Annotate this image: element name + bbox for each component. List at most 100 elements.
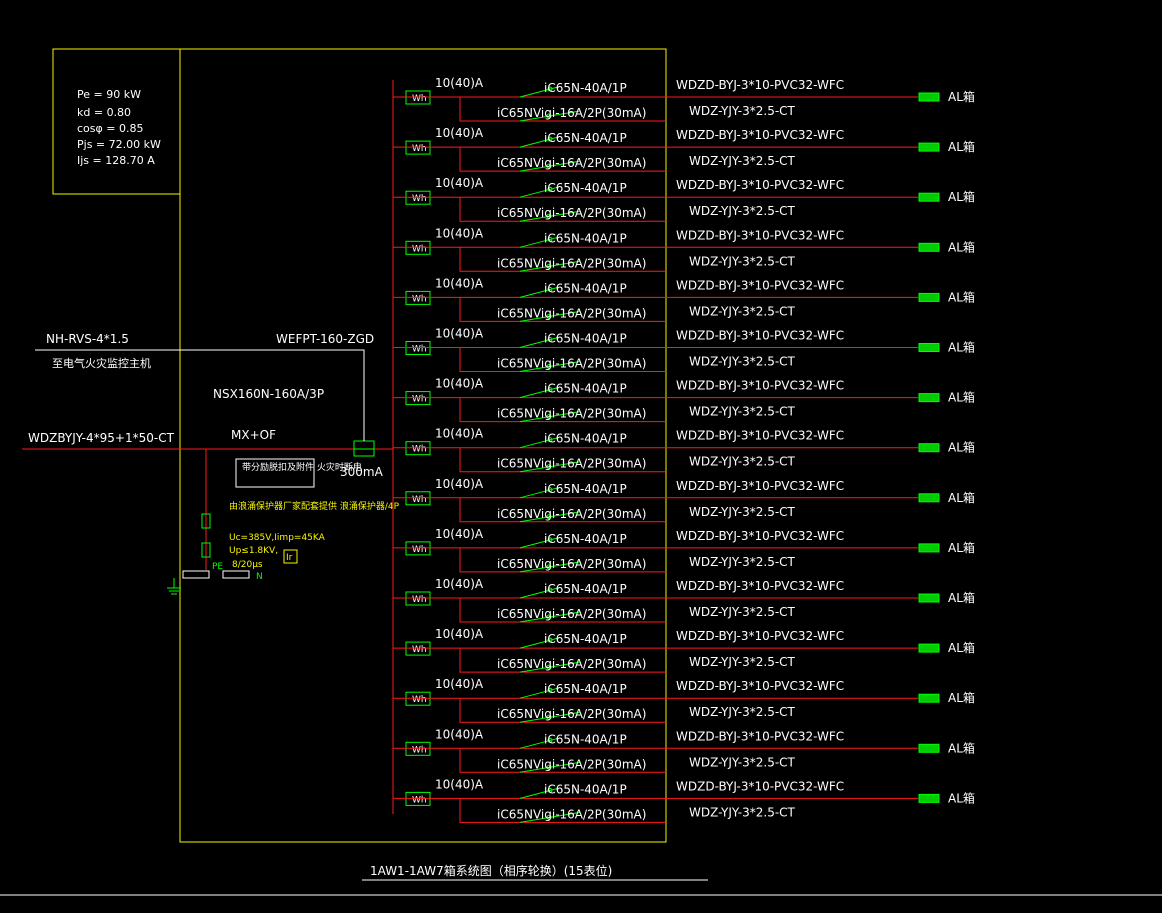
cable1-label: WDZD-BYJ-3*10-PVC32-WFC xyxy=(676,579,844,593)
cable1-label: WDZD-BYJ-3*10-PVC32-WFC xyxy=(676,479,844,493)
meter-icon-label: Wh xyxy=(412,94,427,104)
breaker2-label: iC65NVigi-16A/2P(30mA) xyxy=(497,457,646,471)
meter-rating: 10(40)A xyxy=(435,727,484,741)
outgoing-circuits: 10(40)A Wh iC65N-40A/1P iC65NVigi-16A/2P(30… xyxy=(393,76,975,823)
incoming-section: WDZBYJY-4*95+1*50-CT MX+OF NSX160N-160A/… xyxy=(22,332,400,595)
breaker1-label: iC65N-40A/1P xyxy=(544,131,627,145)
panel-icon xyxy=(918,743,940,753)
fire-module-label: WEFPT-160-ZGD xyxy=(276,332,374,346)
breaker1-label: iC65N-40A/1P xyxy=(544,382,627,396)
destination-label: AL箱 xyxy=(948,590,975,605)
spd-up: Up≤1.8KV, xyxy=(229,546,278,556)
meter-icon-label: Wh xyxy=(412,495,427,505)
meter-icon-label: Wh xyxy=(412,695,427,705)
branch-line xyxy=(459,97,666,122)
breaker1-contact-icon xyxy=(547,787,553,793)
breaker2-icon xyxy=(519,310,581,322)
panel-icon xyxy=(918,242,940,252)
meter-rating: 10(40)A xyxy=(435,226,484,240)
panel-icon xyxy=(918,593,940,603)
meter-icon-label: Wh xyxy=(412,445,427,455)
breaker1-contact-icon xyxy=(547,737,553,743)
breaker2-contact-icon xyxy=(546,714,552,720)
spd-wave: 8/20μs xyxy=(232,560,263,570)
breaker2-contact-icon xyxy=(546,263,552,269)
destination-label: AL箱 xyxy=(948,790,975,805)
breaker2-icon xyxy=(519,411,581,423)
cable2-label: WDZ-YJY-3*2.5-CT xyxy=(689,805,796,819)
circuit: 10(40)AWhiC65N-40A/1PiC65NVigi-16A/2P(30… xyxy=(393,226,975,272)
breaker1-label: iC65N-40A/1P xyxy=(544,732,627,746)
breaker2-icon xyxy=(519,611,581,623)
breaker1-label: iC65N-40A/1P xyxy=(544,582,627,596)
breaker2-label: iC65NVigi-16A/2P(30mA) xyxy=(497,607,646,621)
breaker2-label: iC65NVigi-16A/2P(30mA) xyxy=(497,507,646,521)
panel-icon xyxy=(918,292,940,302)
cable2-label: WDZ-YJY-3*2.5-CT xyxy=(689,705,796,719)
breaker1-contact-icon xyxy=(547,387,553,393)
ir-box xyxy=(283,549,298,564)
summary-kd: kd = 0.80 xyxy=(77,106,131,119)
breaker1-label: iC65N-40A/1P xyxy=(544,782,627,796)
cable2-label: WDZ-YJY-3*2.5-CT xyxy=(689,254,796,268)
cable2-label: WDZ-YJY-3*2.5-CT xyxy=(689,505,796,519)
panel-icon xyxy=(918,192,940,202)
cable2-label: WDZ-YJY-3*2.5-CT xyxy=(689,605,796,619)
breaker2-label: iC65NVigi-16A/2P(30mA) xyxy=(497,256,646,270)
n-label: N xyxy=(256,572,263,582)
breaker2-contact-icon xyxy=(546,764,552,770)
branch-line xyxy=(459,447,666,473)
breaker1-contact-icon xyxy=(547,186,553,192)
breaker1-contact-icon xyxy=(547,687,553,693)
meter-rating: 10(40)A xyxy=(435,76,484,90)
breaker2-label: iC65NVigi-16A/2P(30mA) xyxy=(497,206,646,220)
breaker1-label: iC65N-40A/1P xyxy=(544,231,627,245)
circuit: 10(40)AWhiC65N-40A/1PiC65NVigi-16A/2P(30… xyxy=(393,627,975,673)
meter-icon-label: Wh xyxy=(412,645,427,655)
meter-icon-label: Wh xyxy=(412,345,427,355)
circuit: 10(40)AWhiC65N-40A/1PiC65NVigi-16A/2P(30… xyxy=(393,777,975,823)
breaker1-label: iC65N-40A/1P xyxy=(544,332,627,346)
pe-label: PE xyxy=(212,562,223,572)
frames xyxy=(52,48,667,843)
cable2-label: WDZ-YJY-3*2.5-CT xyxy=(689,204,796,218)
load-summary: Pe = 90 kW kd = 0.80 cosφ = 0.85 Pjs = 7… xyxy=(77,88,161,167)
breaker2-label: iC65NVigi-16A/2P(30mA) xyxy=(497,156,646,170)
destination-label: AL箱 xyxy=(948,640,975,655)
breaker2-label: iC65NVigi-16A/2P(30mA) xyxy=(497,557,646,571)
breaker1-contact-icon xyxy=(547,437,553,443)
spd-title: 由浪涌保护器厂家配套提供 浪涌保护器/4P xyxy=(229,500,400,512)
breaker1-label: iC65N-40A/1P xyxy=(544,482,627,496)
meter-icon-label: Wh xyxy=(412,595,427,605)
cable1-label: WDZD-BYJ-3*10-PVC32-WFC xyxy=(676,779,844,793)
cable2-label: WDZ-YJY-3*2.5-CT xyxy=(689,405,796,419)
breaker1-label: iC65N-40A/1P xyxy=(544,432,627,446)
destination-label: AL箱 xyxy=(948,440,975,455)
branch-line xyxy=(459,648,666,673)
breaker2-icon xyxy=(519,110,581,122)
breaker1-contact-icon xyxy=(547,337,553,342)
spd-fuse-icon xyxy=(201,513,211,529)
circuit: 10(40)AWhiC65N-40A/1PiC65NVigi-16A/2P(30… xyxy=(393,427,975,473)
branch-line xyxy=(459,547,666,573)
breaker2-contact-icon xyxy=(546,163,552,169)
meter-rating: 10(40)A xyxy=(435,527,484,541)
breaker2-contact-icon xyxy=(546,313,552,319)
breaker2-contact-icon xyxy=(546,514,552,520)
fire-cable-label: NH-RVS-4*1.5 xyxy=(46,332,129,346)
breaker2-icon xyxy=(519,561,581,573)
branch-line xyxy=(459,297,666,322)
panel-icon xyxy=(918,693,940,703)
panel-icon xyxy=(918,443,940,453)
ground-icon xyxy=(167,578,181,595)
breaker2-contact-icon xyxy=(546,213,552,219)
breaker2-icon xyxy=(519,711,581,723)
destination-label: AL箱 xyxy=(948,239,975,254)
circuit: 10(40)AWhiC65N-40A/1PiC65NVigi-16A/2P(30… xyxy=(393,327,975,372)
branch-line xyxy=(459,698,666,723)
breaker1-label: iC65N-40A/1P xyxy=(544,682,627,696)
cable2-label: WDZ-YJY-3*2.5-CT xyxy=(689,555,796,569)
cable1-label: WDZD-BYJ-3*10-PVC32-WFC xyxy=(676,529,844,543)
cable1-label: WDZD-BYJ-3*10-PVC32-WFC xyxy=(676,228,844,242)
